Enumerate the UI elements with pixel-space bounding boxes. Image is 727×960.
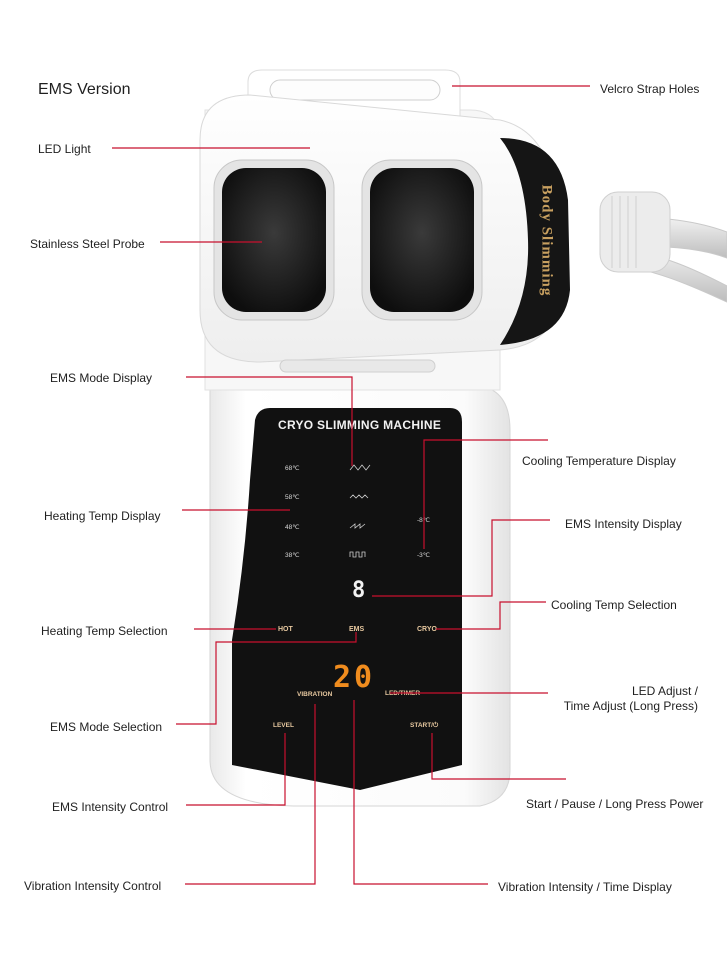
label-cooling-temp-selection: Cooling Temp Selection <box>551 598 677 612</box>
cryo-button[interactable]: CRYO <box>417 626 437 633</box>
label-start-pause: Start / Pause / Long Press Power <box>526 797 704 811</box>
label-ems-mode-selection: EMS Mode Selection <box>50 720 163 734</box>
vibration-button[interactable]: VIBRATION <box>297 691 333 698</box>
label-heating-temp-display: Heating Temp Display <box>44 509 161 523</box>
heat-temp-48: 48℃ <box>285 524 300 531</box>
label-ems-intensity-control: EMS Intensity Control <box>52 800 169 814</box>
page-title: EMS Version <box>38 81 131 98</box>
heat-temp-68: 68℃ <box>285 465 300 472</box>
label-vibration-control: Vibration Intensity Control <box>24 879 162 893</box>
label-cooling-temp-display: Cooling Temperature Display <box>522 454 676 468</box>
label-heating-temp-selection: Heating Temp Selection <box>41 624 168 638</box>
label-led-light: LED Light <box>38 142 91 156</box>
panel-title: CRYO SLIMMING MACHINE <box>278 418 442 432</box>
cool-temp-minus3: -3℃ <box>417 552 431 559</box>
label-probe: Stainless Steel Probe <box>30 237 145 251</box>
ems-button[interactable]: EMS <box>349 626 365 633</box>
label-led-adjust-line1: LED Adjust / <box>631 684 698 698</box>
label-ems-intensity-display: EMS Intensity Display <box>565 517 682 531</box>
hot-button[interactable]: HOT <box>278 626 293 633</box>
main-digit-display: 20 <box>333 660 376 695</box>
label-led-adjust-line2: Time Adjust (Long Press) <box>563 699 698 713</box>
label-ems-mode-display: EMS Mode Display <box>50 371 153 385</box>
ems-intensity-digit: 8 <box>352 578 366 603</box>
level-button[interactable]: LEVEL <box>273 722 294 729</box>
start-button[interactable]: START/⏻ <box>410 722 439 729</box>
label-vibration-display: Vibration Intensity / Time Display <box>498 880 672 894</box>
label-velcro: Velcro Strap Holes <box>600 82 700 96</box>
heat-temp-38: 38℃ <box>285 552 300 559</box>
heat-temp-58: 58℃ <box>285 494 300 501</box>
